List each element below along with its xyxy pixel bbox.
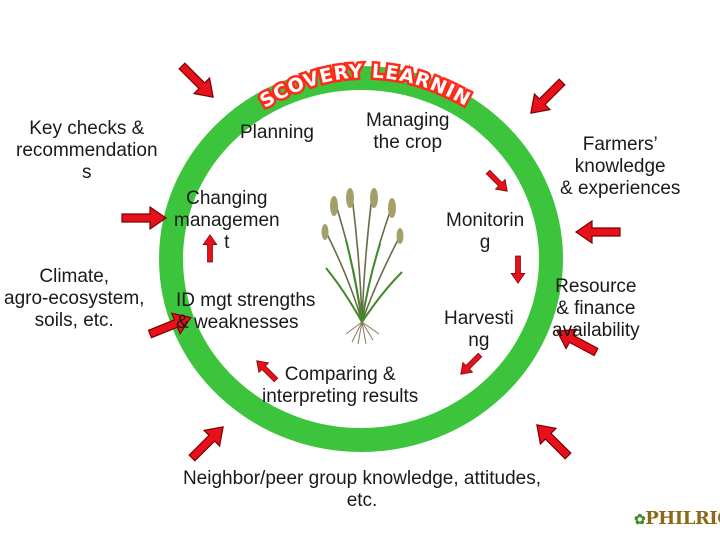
input-farmers-knowledge: Farmers’ knowledge & experiences bbox=[560, 134, 680, 200]
step-planning: Planning bbox=[240, 122, 314, 144]
arrow-monitoring-to-harvesting bbox=[511, 256, 525, 283]
arrow-farmers-knowledge bbox=[576, 221, 620, 243]
input-resource-finance: Resource & finance availability bbox=[552, 276, 640, 342]
arrow-bottom-right bbox=[529, 417, 576, 464]
id-strengths-weaknesses: ID mgt strengths & weaknesses bbox=[176, 290, 315, 334]
discovery-learning-title: DISCOVERY LEARNING bbox=[0, 0, 475, 113]
arrow-harvesting-to-comparing bbox=[456, 350, 485, 379]
input-neighbor-peer-group: Neighbor/peer group knowledge, attitudes… bbox=[134, 468, 590, 512]
arrow-top-right bbox=[523, 74, 570, 121]
step-monitoring: Monitorin g bbox=[446, 210, 524, 254]
leaf-icon: ✿ bbox=[634, 512, 645, 528]
rice-plant-illustration bbox=[322, 188, 404, 344]
input-key-checks: Key checks & recommendation s bbox=[16, 118, 158, 184]
step-changing-management: Changing managemen t bbox=[174, 188, 280, 254]
arrow-bottom-left bbox=[184, 419, 231, 466]
step-comparing-interpreting: Comparing & interpreting results bbox=[262, 364, 418, 408]
philrice-logo-text: PHILRICE bbox=[645, 508, 720, 529]
input-climate: Climate, agro-ecosystem, soils, etc. bbox=[4, 266, 144, 332]
step-harvesting: Harvesti ng bbox=[444, 308, 514, 352]
arrow-managing-to-monitoring bbox=[483, 167, 512, 196]
philrice-logo: ✿PHILRICE bbox=[634, 508, 720, 529]
step-managing-the-crop: Managing the crop bbox=[366, 110, 449, 154]
arrow-top-left bbox=[174, 58, 221, 105]
arrow-key-checks bbox=[122, 207, 166, 229]
